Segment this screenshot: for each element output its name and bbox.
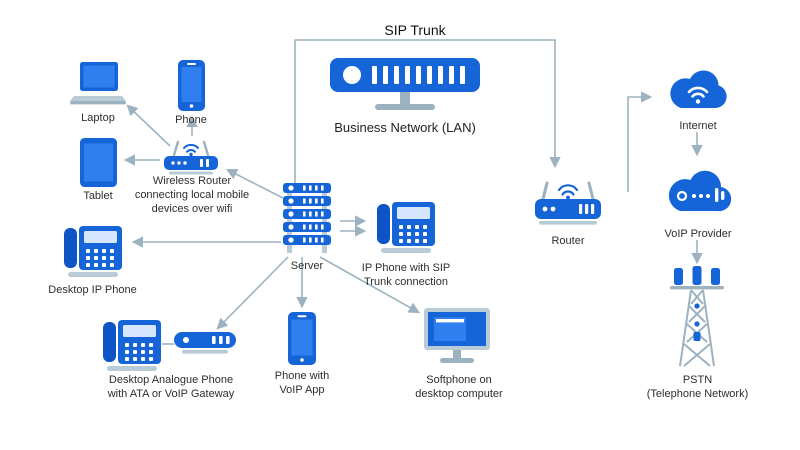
desktop-ip-phone-icon — [62, 222, 124, 285]
edge-server-wrouter — [226, 168, 284, 199]
voip-provider-cloud-icon — [660, 162, 736, 223]
lan-switch-icon — [330, 58, 480, 119]
lan-label: Business Network (LAN) — [334, 120, 476, 135]
wireless-router-label: Wireless Router connecting local mobile … — [134, 175, 250, 215]
wireless-router-icon — [160, 134, 222, 181]
ata-gateway-icon — [174, 330, 236, 362]
edge-server-softphone — [319, 256, 420, 314]
tablet-label: Tablet — [83, 190, 113, 202]
phone-label: Phone — [175, 114, 207, 126]
edge-sip-trunk — [294, 39, 561, 183]
internet-cloud-icon — [662, 62, 734, 119]
mobile-phone-icon — [178, 60, 205, 116]
softphone-monitor-icon — [424, 308, 490, 375]
router-label: Router — [551, 235, 585, 247]
tablet-icon — [80, 138, 117, 192]
laptop-icon — [70, 62, 126, 112]
router-icon — [533, 178, 603, 235]
pstn-tower-icon — [667, 266, 727, 375]
voip-provider-label: VoIP Provider — [664, 228, 732, 240]
edge-server-ata — [216, 256, 289, 330]
analogue-phone-icon — [101, 316, 163, 379]
voip-app-phone-icon — [288, 312, 316, 370]
laptop-label: Laptop — [81, 112, 115, 124]
server-label: Server — [290, 260, 324, 272]
edge-wrouter-laptop — [126, 104, 171, 147]
pstn-label: PSTN (Telephone Network) — [646, 374, 749, 400]
sip-trunk-label: SIP Trunk — [384, 22, 446, 38]
server-icon — [283, 183, 331, 260]
edge-router-internet — [627, 91, 653, 192]
ip-phone-sip-label: IP Phone with SIP Trunk connection — [361, 262, 451, 288]
softphone-label: Softphone on desktop computer — [415, 374, 503, 400]
internet-label: Internet — [679, 120, 717, 132]
desktop-ip-phone-label: Desktop IP Phone — [48, 284, 137, 296]
voip-app-phone-label: Phone with VoIP App — [274, 370, 330, 396]
ip-phone-sip-icon — [375, 198, 437, 261]
analogue-phone-label: Desktop Analogue Phone with ATA or VoIP … — [107, 374, 235, 400]
